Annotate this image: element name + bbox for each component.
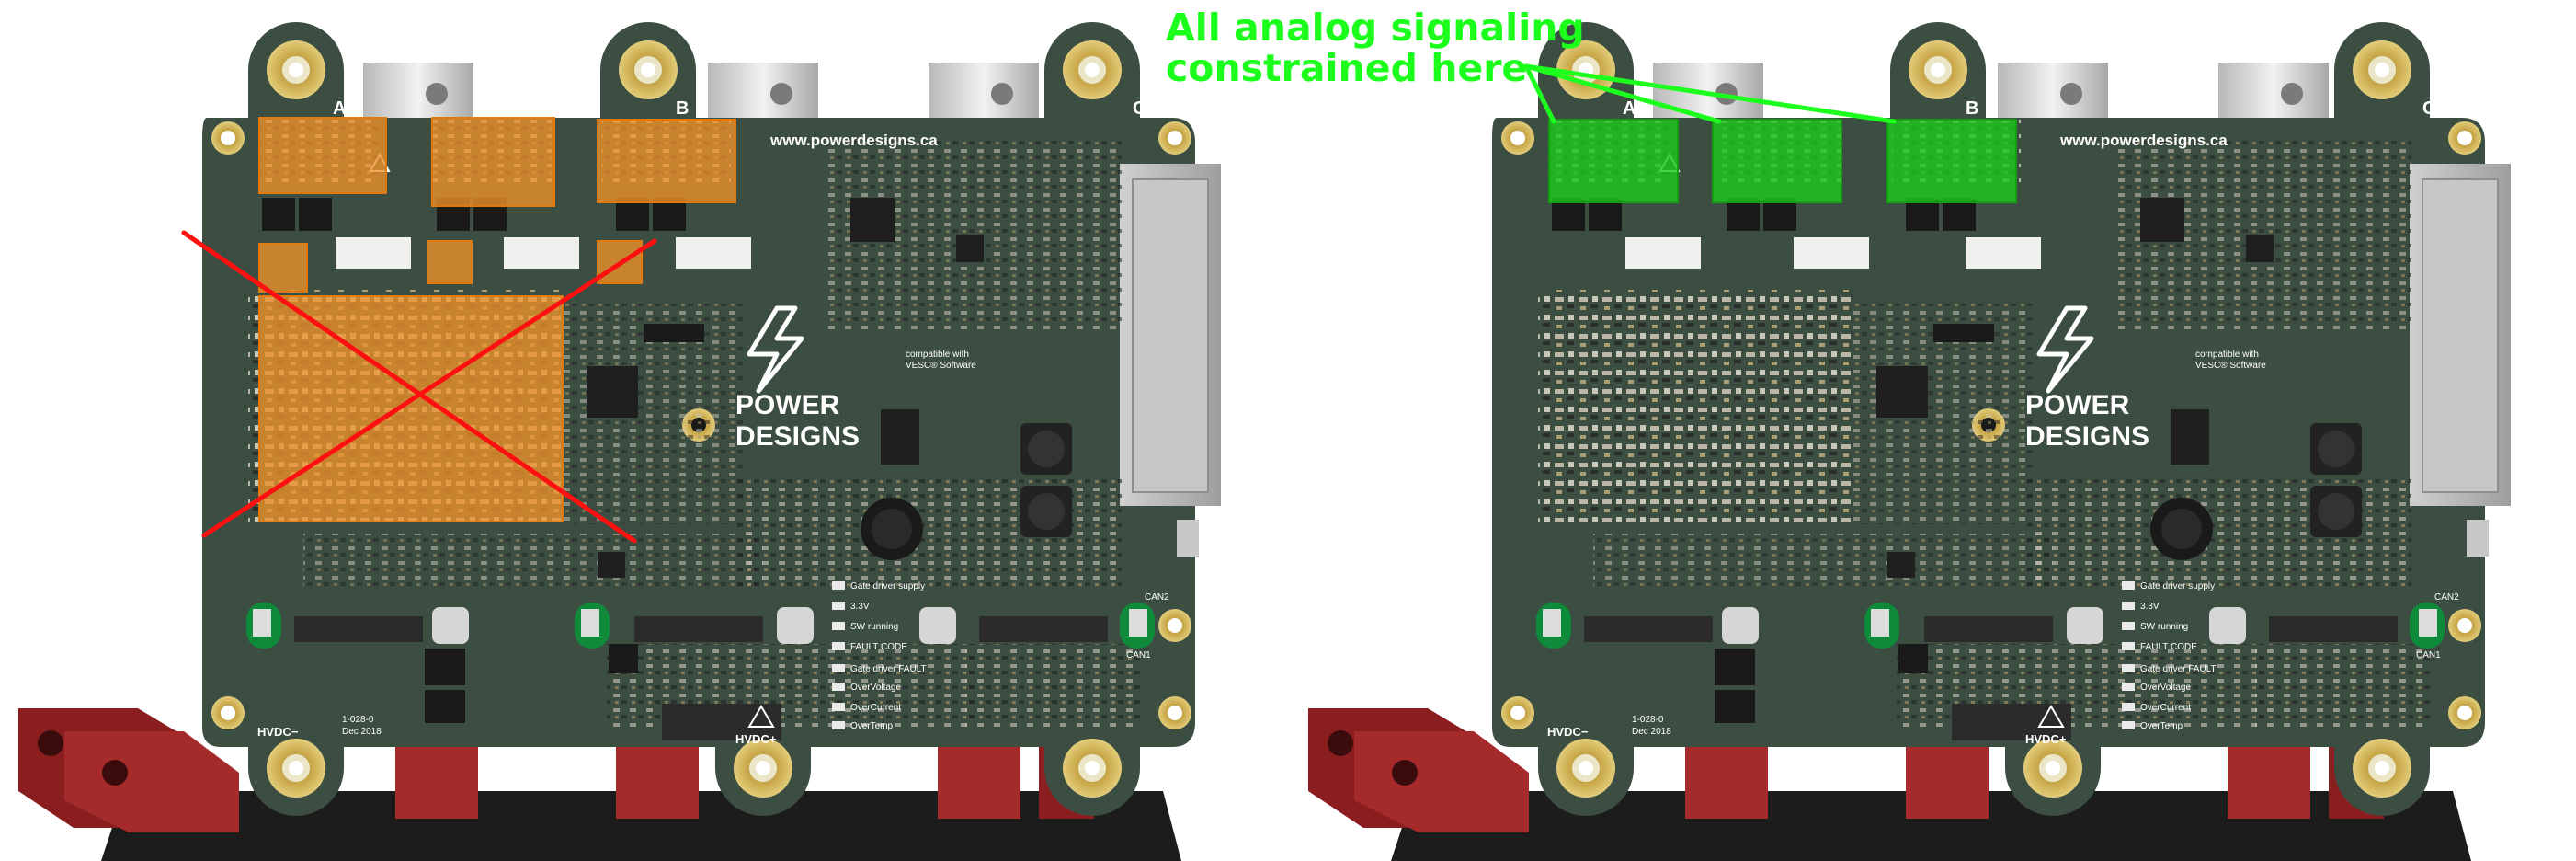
green-region-b [1712,119,1842,203]
led-label-5: Gate driver FAULT [850,664,927,674]
can2-label: CAN2 [2434,592,2459,603]
led-label-5: Gate driver FAULT [2140,664,2217,674]
led-label-6: OverVoltage [850,683,901,693]
led-label-2: 3.3V [2140,602,2160,612]
url-label: www.powerdesigns.ca [2059,132,2228,149]
phase-c-label: C [1133,98,1146,119]
can2-label: CAN2 [1145,592,1169,603]
revision-label: 1-028-0 [1632,715,1664,725]
annotation-line-1: All analog signaling [1166,6,1585,50]
right-board-labels: www.powerdesigns.ca POWER DESIGNS A B C … [1547,98,2459,746]
pointer-to-c [1523,63,1897,124]
led-label-3: SW running [850,622,898,632]
phase-b-label: B [1966,98,1978,119]
compat-line1: compatible with [906,350,969,360]
led-label-1: Gate driver supply [2140,581,2215,591]
right-green-highlights [1548,119,2017,203]
led-label-4: FAULT CODE [2140,642,2197,652]
red-cross [181,230,657,544]
phase-c-label: C [2422,98,2435,119]
hvdc-plus-label: HVDC+ [735,732,777,746]
compat-line2: VESC® Software [906,361,976,371]
logo-designs: DESIGNS [2025,421,2149,452]
annotation-pointers [1523,63,1897,124]
led-label-2: 3.3V [850,602,870,612]
cross-line-2 [201,238,657,538]
phase-b-label: B [676,98,689,119]
hvdc-minus-label: HVDC− [257,725,299,739]
left-board [18,22,1221,861]
led-label-3: SW running [2140,622,2188,632]
date-label: Dec 2018 [342,727,382,737]
orange-region-c [597,119,736,203]
orange-region-small-b [427,240,473,284]
led-label-7: OverCurrent [850,703,901,713]
led-label-7: OverCurrent [2140,703,2191,713]
cross-line-1 [181,230,637,544]
led-label-4: FAULT CODE [850,642,907,652]
led-label-8: OverTemp [2140,721,2183,731]
logo-power: POWER [2025,390,2130,420]
can1-label: CAN1 [2416,650,2441,660]
orange-region-a [258,117,387,194]
logo-power: POWER [735,390,840,420]
hvdc-minus-label: HVDC− [1547,725,1589,739]
right-board [1308,22,2511,861]
left-orange-highlights [258,117,736,522]
revision-label: 1-028-0 [342,715,374,725]
logo-designs: DESIGNS [735,421,860,452]
green-region-a [1548,119,1679,203]
pointer-to-a [1523,63,1556,124]
orange-region-small-a [258,243,308,293]
date-label: Dec 2018 [1632,727,1671,737]
led-label-8: OverTemp [850,721,894,731]
phase-a-label: A [333,98,346,119]
led-label-6: OverVoltage [2140,683,2191,693]
can1-label: CAN1 [1126,650,1151,660]
compat-line1: compatible with [2195,350,2259,360]
green-region-c [1886,119,2017,203]
url-label: www.powerdesigns.ca [769,132,938,149]
phase-a-label: A [1623,98,1636,119]
hvdc-plus-label: HVDC+ [2025,732,2067,746]
left-board-labels: www.powerdesigns.ca POWER DESIGNS A B C … [257,98,1169,746]
orange-region-b [431,117,555,207]
annotation-line-2: constrained here [1166,46,1528,90]
led-label-1: Gate driver supply [850,581,925,591]
compat-line2: VESC® Software [2195,361,2266,371]
pointer-to-b [1523,63,1722,124]
